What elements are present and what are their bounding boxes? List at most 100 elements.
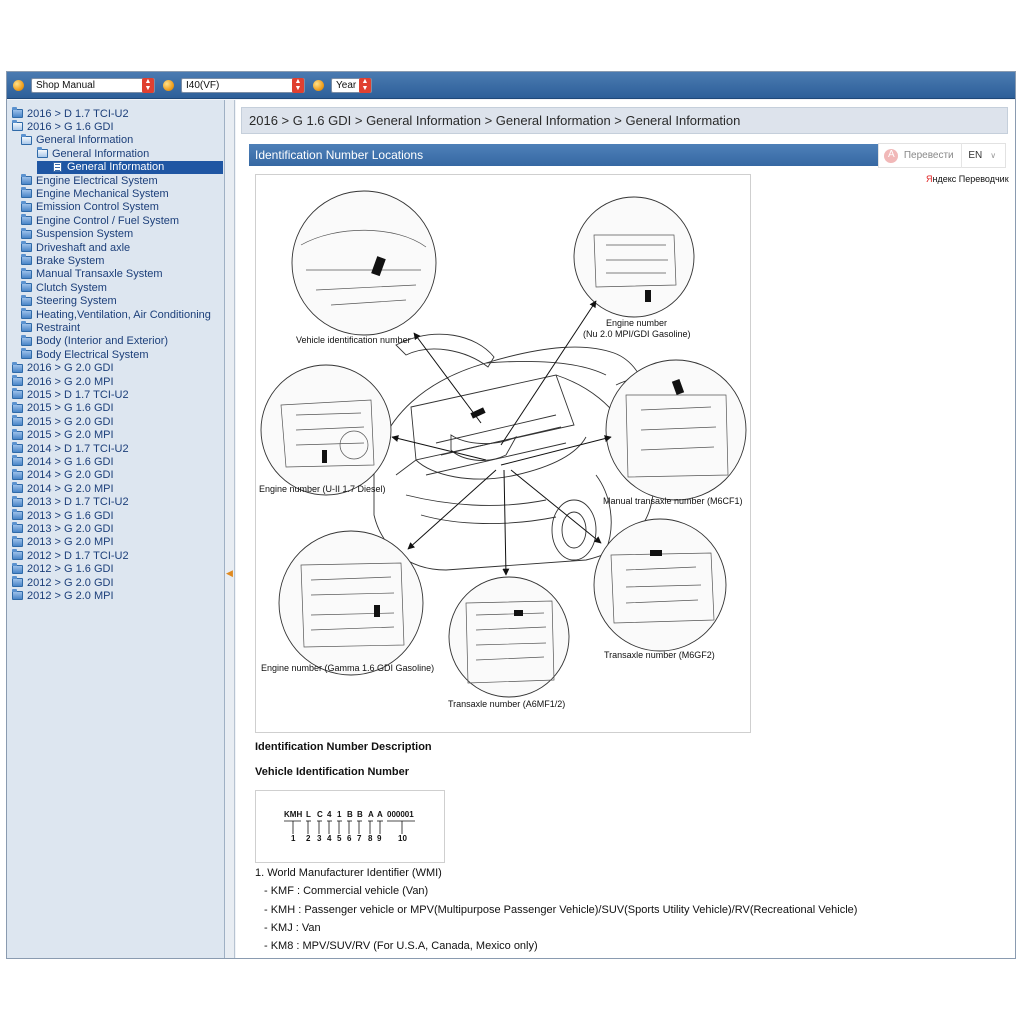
collapse-arrow-icon[interactable]: ◀ bbox=[226, 568, 233, 578]
sidebar-item-label: 2012 > D 1.7 TCI-U2 bbox=[27, 549, 129, 562]
sidebar-item[interactable]: Body Electrical System bbox=[21, 348, 148, 361]
sidebar-item[interactable]: 2016 > G 2.0 MPI bbox=[12, 375, 114, 388]
label-vin: Vehicle identification number bbox=[296, 335, 411, 345]
sidebar-item[interactable]: Engine Electrical System bbox=[21, 174, 158, 187]
sidebar-item[interactable]: Engine Control / Fuel System bbox=[21, 214, 179, 227]
sidebar-item[interactable]: Manual Transaxle System bbox=[21, 267, 163, 281]
folder-icon bbox=[21, 241, 32, 252]
sidebar-item-label: Engine Mechanical System bbox=[36, 187, 169, 200]
sidebar-item-label: General Information bbox=[52, 147, 150, 160]
sidebar-item[interactable]: Body (Interior and Exterior) bbox=[21, 334, 168, 348]
sidebar-item[interactable]: 2013 > G 2.0 GDI bbox=[12, 522, 114, 535]
sidebar-item[interactable]: Heating,Ventilation, Air Conditioning bbox=[21, 308, 211, 321]
sidebar-item-label: Engine Electrical System bbox=[36, 174, 158, 187]
sidebar-item[interactable]: Restraint bbox=[21, 321, 80, 334]
folder-open-icon bbox=[12, 120, 23, 132]
sidebar-item[interactable]: 2015 > D 1.7 TCI-U2 bbox=[12, 388, 129, 401]
sidebar-item[interactable]: Emission Control System bbox=[21, 200, 159, 214]
manual-select[interactable]: Shop Manual ▲▼ bbox=[31, 77, 155, 93]
app-window: Shop Manual ▲▼ I40(VF) ▲▼ Year ▲▼ 2016 >… bbox=[6, 71, 1016, 959]
sidebar-item[interactable]: 2013 > G 2.0 MPI bbox=[12, 535, 114, 549]
sidebar-item[interactable]: Brake System bbox=[21, 254, 104, 267]
vin-diagram: KMH L C 4 1 B B A A 000001 1 2 3 4 5 6 7… bbox=[255, 790, 445, 863]
sidebar-item[interactable]: 2012 > G 2.0 GDI bbox=[12, 576, 114, 589]
vin-position-number: 8 bbox=[368, 834, 373, 843]
vin-position-number: 6 bbox=[347, 834, 352, 843]
sidebar-item[interactable]: 2012 > D 1.7 TCI-U2 bbox=[12, 549, 129, 562]
folder-icon bbox=[12, 401, 23, 413]
folder-icon bbox=[21, 200, 32, 212]
identification-figure: Vehicle identification number Engine num… bbox=[255, 174, 751, 733]
sidebar-item[interactable]: Engine Mechanical System bbox=[21, 187, 169, 200]
folder-icon bbox=[12, 535, 23, 547]
model-select[interactable]: I40(VF) ▲▼ bbox=[181, 77, 305, 93]
sidebar-item-label: 2015 > G 2.0 GDI bbox=[27, 415, 114, 428]
sidebar-item[interactable]: 2012 > G 1.6 GDI bbox=[12, 562, 114, 576]
vin-char: B bbox=[347, 810, 353, 819]
sidebar-item[interactable]: 2015 > G 2.0 GDI bbox=[12, 415, 114, 428]
sidebar-item[interactable]: 2014 > G 2.0 GDI bbox=[12, 468, 114, 482]
sidebar-item[interactable]: 2013 > G 1.6 GDI bbox=[12, 509, 114, 522]
year-select[interactable]: Year ▲▼ bbox=[331, 77, 372, 93]
sidebar-item[interactable]: 2016 > D 1.7 TCI-U2 bbox=[12, 107, 129, 120]
label-transaxle-a6mf: Transaxle number (A6MF1/2) bbox=[448, 699, 566, 709]
sidebar-item[interactable]: 2014 > G 2.0 MPI bbox=[12, 482, 114, 495]
wmi-item: - KMH : Passenger vehicle or MPV(Multipu… bbox=[264, 904, 858, 916]
translate-widget[interactable]: Перевести EN ∨ bbox=[878, 143, 1006, 168]
sidebar-item[interactable]: 2014 > D 1.7 TCI-U2 bbox=[12, 442, 129, 455]
folder-icon bbox=[21, 214, 32, 226]
yandex-logo-letter: Я bbox=[926, 174, 933, 184]
callout-engine-u2 bbox=[260, 364, 392, 496]
sidebar-item[interactable]: General Information bbox=[21, 133, 134, 147]
sidebar-item[interactable]: General Information bbox=[37, 147, 149, 160]
folder-icon bbox=[21, 321, 32, 333]
folder-icon bbox=[12, 522, 23, 534]
sidebar-item[interactable]: 2016 > G 1.6 GDI bbox=[12, 120, 114, 133]
sidebar-item-label: Engine Control / Fuel System bbox=[36, 214, 180, 227]
sidebar-item-label: 2013 > G 2.0 GDI bbox=[27, 522, 114, 535]
folder-icon bbox=[12, 375, 23, 386]
sidebar-item[interactable]: Suspension System bbox=[21, 227, 134, 241]
sidebar-item[interactable]: General Information bbox=[37, 160, 223, 174]
sidebar-item-label: 2014 > G 1.6 GDI bbox=[27, 455, 114, 468]
vin-position-number: 1 bbox=[291, 834, 296, 843]
translate-icon[interactable] bbox=[882, 147, 900, 165]
vin-char: KMH bbox=[284, 810, 303, 819]
dropdown-arrow-icon[interactable]: ▲▼ bbox=[292, 77, 304, 93]
folder-icon bbox=[12, 361, 23, 373]
sidebar-item[interactable]: Clutch System bbox=[21, 281, 107, 294]
sidebar-item-label: 2014 > D 1.7 TCI-U2 bbox=[27, 442, 129, 455]
sidebar-item[interactable]: 2013 > D 1.7 TCI-U2 bbox=[12, 495, 129, 509]
manual-select-value: Shop Manual bbox=[36, 79, 95, 91]
yandex-label: ндекс Переводчик bbox=[932, 174, 1009, 184]
section-title: Identification Number Locations bbox=[249, 144, 879, 166]
sidebar-item[interactable]: 2014 > G 1.6 GDI bbox=[12, 455, 114, 468]
vin-char: 4 bbox=[327, 810, 332, 819]
breadcrumb: 2016 > G 1.6 GDI > General Information >… bbox=[241, 107, 1008, 134]
sidebar-item-label: Suspension System bbox=[36, 228, 134, 241]
chevron-down-icon[interactable]: ∨ bbox=[990, 151, 997, 160]
sidebar-item[interactable]: 2015 > G 2.0 MPI bbox=[12, 428, 114, 442]
folder-icon bbox=[21, 227, 32, 239]
sidebar-item[interactable]: 2016 > G 2.0 GDI bbox=[12, 361, 114, 375]
sidebar-item[interactable]: Driveshaft and axle bbox=[21, 241, 130, 254]
yandex-translator-credit[interactable]: Яндекс Переводчик bbox=[926, 174, 1009, 184]
folder-icon bbox=[12, 415, 23, 427]
language-select[interactable]: EN ∨ bbox=[961, 143, 1005, 168]
dropdown-arrow-icon[interactable]: ▲▼ bbox=[142, 77, 154, 93]
wmi-heading: 1. World Manufacturer Identifier (WMI) bbox=[255, 867, 442, 879]
sidebar-item[interactable]: 2012 > G 2.0 MPI bbox=[12, 589, 114, 602]
sidebar-item[interactable]: 2015 > G 1.6 GDI bbox=[12, 401, 114, 415]
vin-position-number: 3 bbox=[317, 834, 322, 843]
folder-icon bbox=[12, 388, 23, 400]
translate-button[interactable]: Перевести bbox=[903, 150, 954, 161]
sidebar-item-label: 2012 > G 2.0 MPI bbox=[27, 589, 114, 602]
sidebar-item[interactable]: Steering System bbox=[21, 294, 117, 308]
panel-splitter[interactable]: ◀ bbox=[225, 100, 235, 958]
callout-transaxle-a6mf bbox=[448, 576, 570, 698]
orb-icon bbox=[313, 79, 324, 91]
model-select-value: I40(VF) bbox=[186, 79, 220, 91]
dropdown-arrow-icon[interactable]: ▲▼ bbox=[359, 77, 371, 93]
sidebar-item-label: General Information bbox=[36, 134, 134, 147]
vin-heading: Vehicle Identification Number bbox=[255, 766, 410, 778]
